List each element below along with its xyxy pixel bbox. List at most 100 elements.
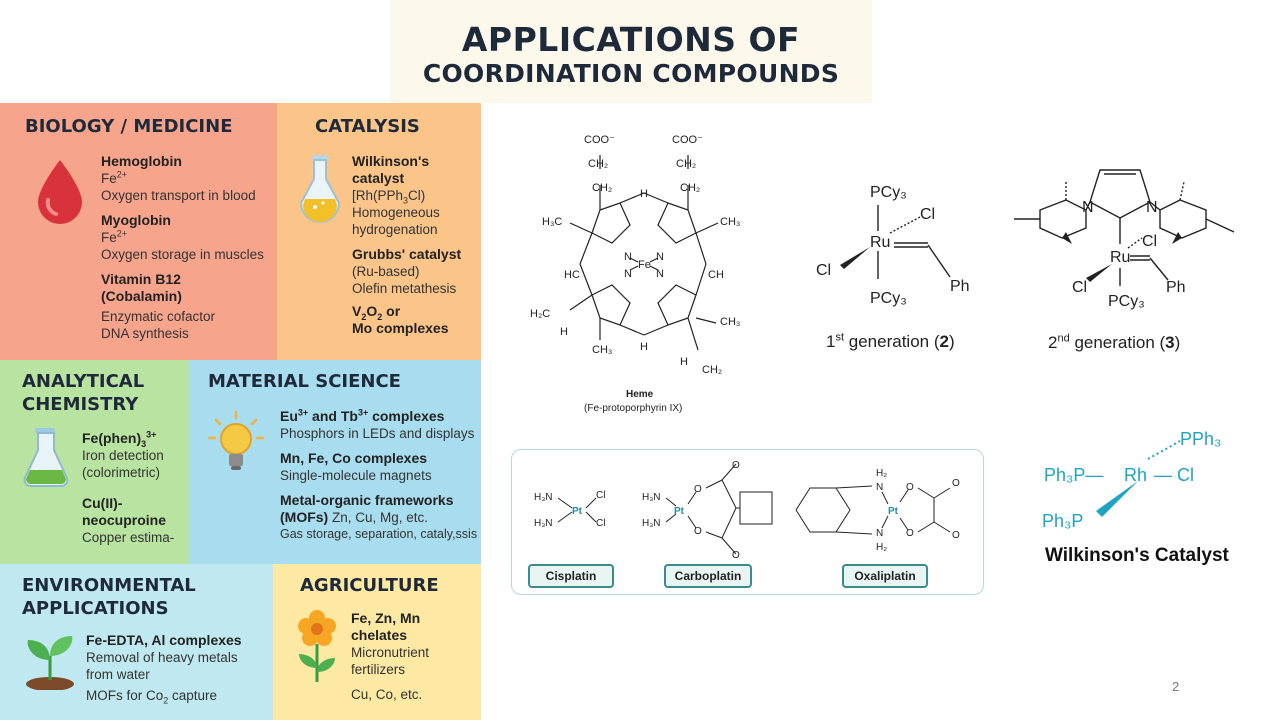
svg-text:Cl: Cl xyxy=(1072,279,1087,296)
svg-text:PCy₃: PCy₃ xyxy=(870,290,907,307)
svg-text:Pt: Pt xyxy=(674,506,685,517)
fephen-desc-2: (colorimetric) xyxy=(82,465,161,480)
svg-text:H₂: H₂ xyxy=(876,542,887,553)
svg-text:COO⁻: COO⁻ xyxy=(584,134,615,146)
svg-text:N: N xyxy=(876,528,883,539)
svg-text:CH₃: CH₃ xyxy=(720,216,740,228)
myoglobin-desc: Oxygen storage in muscles xyxy=(101,247,264,262)
svg-text:PCy₃: PCy₃ xyxy=(870,184,907,201)
mof-desc: Gas storage, separation, cataly,ssis xyxy=(280,527,478,541)
svg-text:Ph₃P—: Ph₃P— xyxy=(1044,465,1103,485)
svg-text:H₃N: H₃N xyxy=(642,518,661,529)
title-line-1: APPLICATIONS OF xyxy=(461,20,801,59)
svg-text:N: N xyxy=(1146,199,1158,216)
svg-text:H₂: H₂ xyxy=(876,468,887,479)
svg-text:N: N xyxy=(876,482,883,493)
svg-text:CH₂: CH₂ xyxy=(676,158,696,170)
wilkinson-name-1: Wilkinson's xyxy=(352,153,430,169)
svg-text:COO⁻: COO⁻ xyxy=(672,134,703,146)
svg-text:O: O xyxy=(732,550,740,558)
flask-green-icon xyxy=(23,428,69,487)
platinum-drugs-box xyxy=(511,449,984,595)
svg-text:CH₂: CH₂ xyxy=(588,158,608,170)
svg-text:(Fe-protoporphyrin IX): (Fe-protoporphyrin IX) xyxy=(584,403,682,414)
wilkinson-caption: Wilkinson's Catalyst xyxy=(1045,545,1229,566)
svg-text:O: O xyxy=(906,528,914,539)
svg-text:PPh₃: PPh₃ xyxy=(1180,429,1221,449)
svg-text:Heme: Heme xyxy=(626,389,654,400)
heading-material-science: MATERIAL SCIENCE xyxy=(208,371,401,392)
heading-catalysis: CATALYSIS xyxy=(315,116,420,137)
edta-desc-2: from water xyxy=(86,667,150,682)
svg-text:CH₃: CH₃ xyxy=(592,344,612,356)
flask-icon xyxy=(299,155,341,223)
cu-name-2: neocuproine xyxy=(82,512,167,528)
hemoglobin-desc: Oxygen transport in blood xyxy=(101,188,256,203)
grubbs-2nd-gen-structure: N N Cl Ru Cl Ph PCy₃ xyxy=(1014,169,1235,310)
env-items: Fe-EDTA, Al complexes Removal of heavy m… xyxy=(86,632,272,705)
svg-text:H₃C: H₃C xyxy=(542,216,562,228)
eutb-name: Eu3+ and Tb3+ complexes xyxy=(280,407,445,424)
hemoglobin-name: Hemoglobin xyxy=(101,153,182,169)
svg-text:Pt: Pt xyxy=(888,506,899,517)
svg-text:O: O xyxy=(906,482,914,493)
grubbs-2nd-gen-caption: 2nd generation (3) xyxy=(1048,332,1181,352)
bio-items: Hemoglobin Fe2+ Oxygen transport in bloo… xyxy=(101,153,271,342)
svg-text:CH₃: CH₃ xyxy=(720,316,740,328)
svg-text:Ph₃P: Ph₃P xyxy=(1042,511,1083,531)
svg-text:Rh: Rh xyxy=(1124,465,1147,485)
mat-items: Eu3+ and Tb3+ complexes Phosphors in LED… xyxy=(280,408,480,543)
vitb12-desc-1: Enzymatic cofactor xyxy=(101,309,216,324)
svg-text:N: N xyxy=(624,268,632,280)
cisplatin-label: Cisplatin xyxy=(528,564,614,588)
svg-text:H: H xyxy=(640,341,648,353)
wilkinson-structure: PPh₃ Ph₃P— Rh — Cl Ph₃P xyxy=(1042,429,1221,531)
cu-desc: Copper estima- xyxy=(82,530,175,545)
mnfe-desc: Single-molecule magnets xyxy=(280,468,432,483)
page-number: 2 xyxy=(1172,679,1180,694)
svg-text:O: O xyxy=(694,484,702,495)
carboplatin-label: Carboplatin xyxy=(664,564,752,588)
vitb12-name-2: (Cobalamin) xyxy=(101,288,182,304)
myoglobin-ion: Fe2+ xyxy=(101,228,128,245)
svg-text:Ph: Ph xyxy=(950,278,970,295)
eutb-desc: Phosphors in LEDs and displays xyxy=(280,426,475,441)
svg-text:Pt: Pt xyxy=(572,506,583,517)
svg-text:CH₂: CH₂ xyxy=(680,182,700,194)
svg-text:Cl: Cl xyxy=(920,206,935,223)
edta-name: Fe-EDTA, Al complexes xyxy=(86,632,242,648)
fephen-desc-1: Iron detection xyxy=(82,448,164,463)
flower-icon xyxy=(298,610,336,682)
svg-text:N: N xyxy=(1082,199,1094,216)
edta-desc-1: Removal of heavy metals xyxy=(86,650,238,665)
vitb12-desc-2: DNA synthesis xyxy=(101,326,189,341)
svg-text:Ru: Ru xyxy=(1110,249,1130,266)
chelates-desc-3: Cu, Co, etc. xyxy=(351,687,423,702)
svg-text:O: O xyxy=(952,478,960,489)
svg-text:CH₂: CH₂ xyxy=(702,364,722,376)
mof-name-1: Metal-organic frameworks xyxy=(280,492,454,508)
svg-text:H: H xyxy=(680,356,688,368)
chelates-name-1: Fe, Zn, Mn xyxy=(351,610,421,626)
svg-text:N: N xyxy=(624,251,632,263)
vmo-line-2: Mo complexes xyxy=(352,320,449,336)
panel-agriculture: AGRICULTURE Fe, Zn, Mn chelates Micronut… xyxy=(273,564,481,720)
svg-text:CH₂: CH₂ xyxy=(592,182,612,194)
svg-text:Ph: Ph xyxy=(1166,279,1186,296)
svg-text:Cl: Cl xyxy=(596,490,605,501)
svg-text:H₂C: H₂C xyxy=(530,308,550,320)
wilkinson-desc-1: Homogeneous xyxy=(352,205,440,220)
svg-text:PCy₃: PCy₃ xyxy=(1108,293,1145,310)
grubbs-name: Grubbs' catalyst xyxy=(352,246,462,262)
title-banner: APPLICATIONS OF COORDINATION COMPOUNDS xyxy=(390,0,872,103)
svg-text:CH: CH xyxy=(708,269,724,281)
mnfe-name: Mn, Fe, Co complexes xyxy=(280,450,428,466)
svg-text:Cl: Cl xyxy=(596,518,605,529)
mof-name-2: (MOFs) Zn, Cu, Mg, etc. xyxy=(280,509,428,525)
svg-text:N: N xyxy=(656,268,664,280)
grubbs-1st-gen-caption: 1st generation (2) xyxy=(826,331,955,351)
cu-name-1: Cu(II)- xyxy=(82,495,123,511)
